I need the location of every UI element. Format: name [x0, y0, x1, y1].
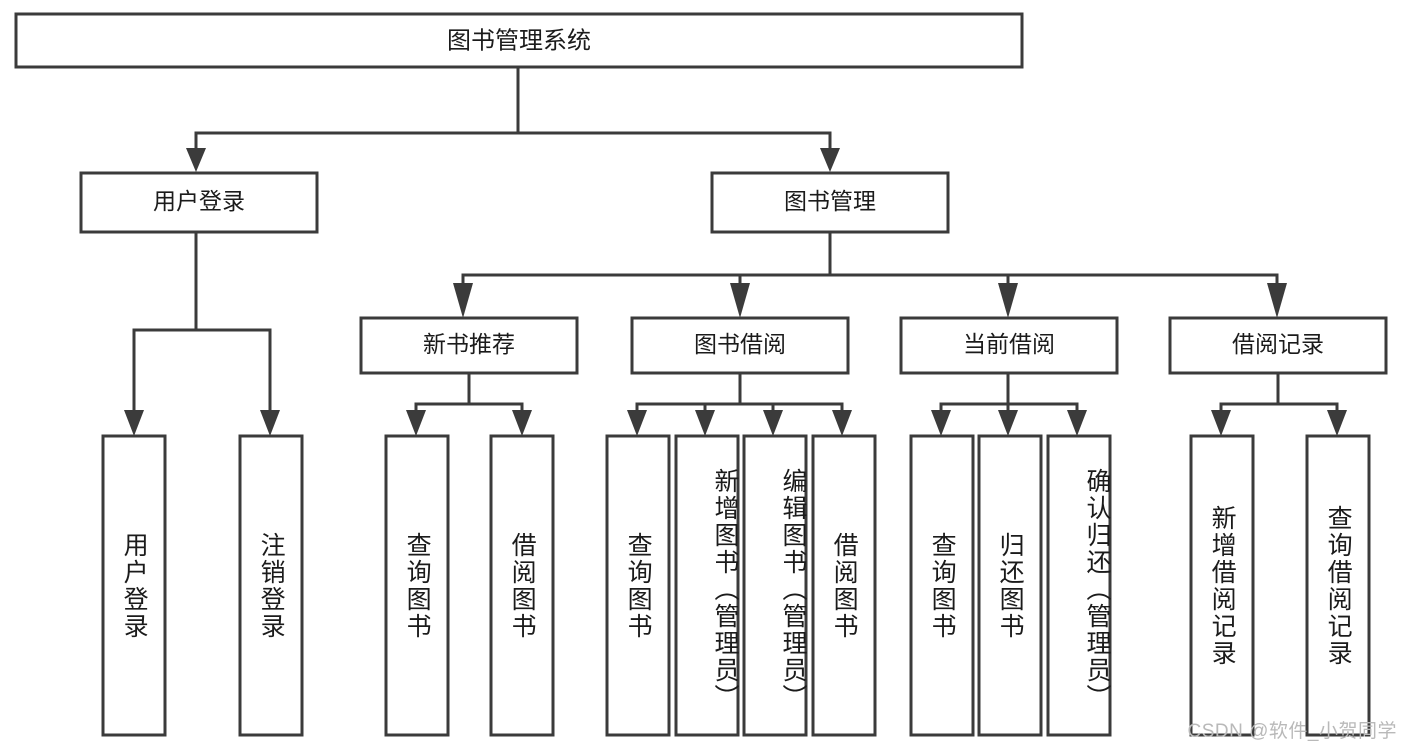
arrowhead-cb-leaf3 — [1067, 410, 1087, 436]
arrowhead-bb-leaf2 — [695, 410, 715, 436]
node-book-borrow-box[interactable] — [630, 316, 850, 375]
arrowhead-nbr-leaf1 — [406, 410, 426, 436]
leaf-group-borrow-record — [1189, 434, 1371, 737]
leaf-box-br-query-record[interactable] — [1305, 434, 1371, 737]
arrowhead-cb-leaf2 — [998, 410, 1018, 436]
leaf-box-user-login[interactable] — [101, 434, 167, 737]
node-book-manage[interactable]: 图书管理 — [710, 171, 950, 234]
node-borrow-record-label: 借阅记录 — [1232, 331, 1324, 357]
leaf-box-cb-query-book[interactable] — [909, 434, 975, 737]
arrowhead-bb-leaf4 — [832, 410, 852, 436]
node-root-label: 图书管理系统 — [447, 27, 591, 54]
arrowhead-leaf-logout — [260, 410, 280, 436]
leaf-box-bb-borrow-book[interactable] — [811, 434, 877, 737]
arrowhead-br-leaf2 — [1327, 410, 1347, 436]
leaf-box-br-add-record[interactable] — [1189, 434, 1255, 737]
leaf-box-bb-query-book[interactable] — [605, 434, 671, 737]
node-book-borrow[interactable]: 图书借阅 — [630, 316, 850, 375]
node-user-login-box[interactable] — [79, 171, 319, 234]
leaf-group-book-borrow — [605, 434, 877, 737]
node-borrow-record[interactable]: 借阅记录 — [1168, 316, 1388, 375]
leaf-box-logout[interactable] — [238, 434, 304, 737]
node-user-login-label: 用户登录 — [153, 188, 245, 214]
arrowhead-cb-leaf1 — [931, 410, 951, 436]
node-current-borrow[interactable]: 当前借阅 — [899, 316, 1119, 375]
arrowhead-bb-leaf3 — [763, 410, 783, 436]
connector-group-book-borrow — [627, 371, 852, 436]
node-root-box[interactable] — [14, 12, 1024, 69]
csdn-watermark: CSDN @软件_小贺同学 — [1187, 721, 1397, 742]
node-current-borrow-label: 当前借阅 — [963, 331, 1055, 357]
connector-group-user-login — [124, 230, 280, 436]
connector-group-book-manage — [453, 230, 1287, 318]
node-root[interactable]: 图书管理系统 — [14, 12, 1024, 69]
connector-group-new-book-recommend — [406, 371, 532, 436]
node-book-borrow-label: 图书借阅 — [694, 331, 786, 357]
arrowhead-new-book-recommend — [453, 283, 473, 318]
leaf-box-bb-edit-book[interactable] — [742, 434, 808, 737]
node-new-book-recommend-box[interactable] — [359, 316, 579, 375]
leaf-box-nbr-borrow-book[interactable] — [489, 434, 555, 737]
node-book-manage-label: 图书管理 — [784, 188, 876, 214]
node-user-login[interactable]: 用户登录 — [79, 171, 319, 234]
leaf-box-nbr-query-book[interactable] — [384, 434, 450, 737]
arrowhead-current-borrow — [998, 283, 1018, 318]
arrowhead-book-manage — [820, 148, 840, 172]
node-current-borrow-box[interactable] — [899, 316, 1119, 375]
arrowhead-nbr-leaf2 — [512, 410, 532, 436]
leaf-group-current-borrow — [909, 434, 1112, 737]
arrowhead-leaf-user-login — [124, 410, 144, 436]
leaf-group-user-login — [101, 434, 304, 737]
connector-group-borrow-record — [1211, 371, 1347, 436]
leaf-box-cb-return-book[interactable] — [977, 434, 1043, 737]
node-new-book-recommend-label: 新书推荐 — [423, 331, 515, 357]
arrowhead-borrow-record — [1267, 283, 1287, 318]
arrowhead-bb-leaf1 — [627, 410, 647, 436]
node-new-book-recommend[interactable]: 新书推荐 — [359, 316, 579, 375]
leaf-box-cb-confirm-return[interactable] — [1046, 434, 1112, 737]
arrowhead-book-borrow — [730, 283, 750, 318]
connector-group-root — [186, 65, 840, 172]
connector-group-current-borrow — [931, 371, 1087, 436]
leaf-group-new-book-recommend — [384, 434, 555, 737]
node-borrow-record-box[interactable] — [1168, 316, 1388, 375]
node-book-manage-box[interactable] — [710, 171, 950, 234]
arrowhead-user-login — [186, 148, 206, 172]
leaf-box-bb-add-book[interactable] — [674, 434, 740, 737]
arrowhead-br-leaf1 — [1211, 410, 1231, 436]
